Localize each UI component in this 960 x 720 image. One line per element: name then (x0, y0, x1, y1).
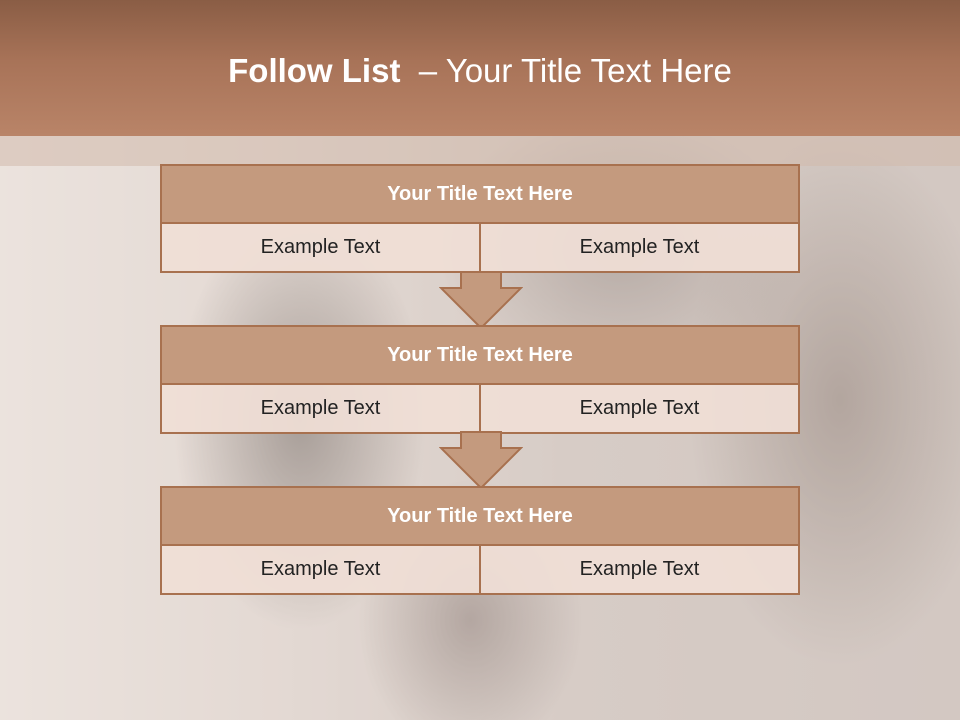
step-box-1: Your Title Text Here Example Text Exampl… (160, 164, 800, 273)
step-cell-right: Example Text (479, 385, 798, 432)
step-cell-right: Example Text (479, 224, 798, 271)
slide-title: Follow List – Your Title Text Here (0, 52, 960, 90)
step-box-2: Your Title Text Here Example Text Exampl… (160, 325, 800, 434)
slide-title-bold: Follow List (228, 52, 401, 89)
header-bar (0, 0, 960, 136)
down-arrow-icon (439, 431, 523, 489)
step-title: Your Title Text Here (162, 166, 798, 224)
down-arrow-icon (439, 271, 523, 329)
step-box-3: Your Title Text Here Example Text Exampl… (160, 486, 800, 595)
step-cell-right: Example Text (479, 546, 798, 593)
step-cell-left: Example Text (162, 385, 479, 432)
header-strip (0, 136, 960, 166)
step-cell-left: Example Text (162, 546, 479, 593)
step-title: Your Title Text Here (162, 327, 798, 385)
step-title: Your Title Text Here (162, 488, 798, 546)
step-cell-left: Example Text (162, 224, 479, 271)
slide-title-rest: – Your Title Text Here (400, 52, 732, 89)
